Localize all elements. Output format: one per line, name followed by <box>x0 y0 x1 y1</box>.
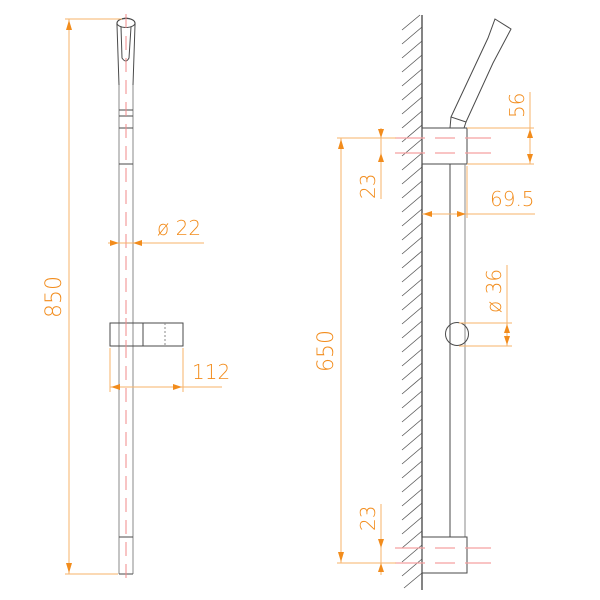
dimension-69-5: 69.5 <box>422 166 535 218</box>
dimension-650: 650 <box>314 137 396 564</box>
top-bracket <box>421 127 468 165</box>
knob-diameter-label: ø 36 <box>482 269 506 313</box>
total-height-label: 850 <box>42 276 67 318</box>
dimension-diameter-22: ø 22 <box>108 216 204 246</box>
wall-hatch <box>401 14 423 590</box>
bottom-bracket-offset-label: 23 <box>356 506 380 531</box>
shower-head <box>449 18 512 129</box>
bracket-height-label: 56 <box>505 93 529 118</box>
dimension-850: 850 <box>42 18 122 575</box>
bottom-bracket <box>421 536 468 574</box>
wall-projection-label: 69.5 <box>490 187 535 211</box>
dimension-diameter-36: ø 36 <box>459 265 512 347</box>
slider-block <box>109 322 184 347</box>
front-view: 850 ø 22 112 <box>42 14 230 584</box>
rail-diameter-label: ø 22 <box>157 216 201 240</box>
dimension-23-bottom: 23 <box>356 504 384 575</box>
rail-outline <box>109 14 184 584</box>
top-bracket-offset-label: 23 <box>356 174 380 199</box>
bracket-spacing-label: 650 <box>314 330 339 372</box>
dimension-56: 56 <box>467 92 534 165</box>
side-view: 650 23 23 56 <box>314 14 535 590</box>
slider-width-label: 112 <box>192 360 230 384</box>
dimension-23-top: 23 <box>356 128 384 199</box>
dimension-112: 112 <box>109 348 230 392</box>
knob <box>445 322 469 346</box>
